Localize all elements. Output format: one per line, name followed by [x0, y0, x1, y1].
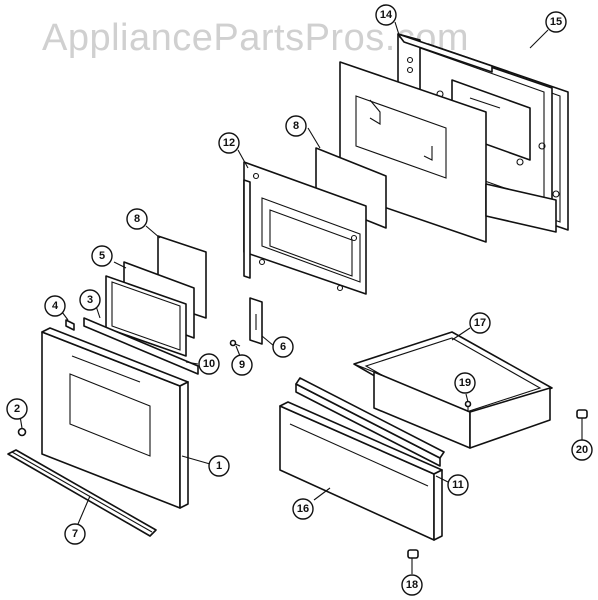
callout-14: 14 [375, 4, 397, 26]
svg-text:17: 17 [474, 317, 486, 329]
part-storage-drawer [353, 331, 553, 449]
svg-text:6: 6 [280, 341, 286, 353]
callout-16: 16 [292, 498, 314, 520]
part-screw-9 [229, 339, 241, 347]
part-outer-door [41, 327, 189, 509]
part-drawer-glide [295, 377, 445, 467]
svg-text:5: 5 [99, 250, 105, 262]
callout-5: 5 [91, 245, 113, 267]
part-drawer-front [279, 401, 443, 541]
callout-19: 19 [454, 372, 476, 394]
svg-text:11: 11 [452, 479, 464, 491]
svg-text:1: 1 [216, 460, 222, 472]
part-bumper [17, 427, 27, 437]
svg-text:3: 3 [87, 294, 93, 306]
part-door-liner [243, 161, 367, 295]
svg-text:7: 7 [72, 528, 78, 540]
svg-text:14: 14 [380, 9, 393, 21]
callout-10: 10 [198, 353, 220, 375]
part-door-seal-strip [83, 317, 199, 375]
part-clip [65, 319, 75, 331]
callout-4: 4 [44, 295, 66, 317]
svg-text:20: 20 [576, 444, 588, 456]
callout-11: 11 [447, 474, 469, 496]
part-bottom-trim [7, 449, 157, 537]
part-small-foot [576, 409, 588, 419]
svg-text:18: 18 [406, 579, 418, 591]
part-window-pack [105, 261, 195, 357]
svg-text:2: 2 [14, 403, 20, 415]
svg-text:12: 12 [223, 137, 235, 149]
callout-7: 7 [64, 523, 86, 545]
svg-text:8: 8 [134, 213, 140, 225]
callout-1: 1 [208, 455, 230, 477]
svg-text:10: 10 [203, 358, 215, 370]
part-door-glass-upper [315, 147, 387, 229]
svg-text:8: 8 [293, 120, 299, 132]
callout-12: 12 [218, 132, 240, 154]
callout-8a: 8 [126, 208, 148, 230]
callout-8b: 8 [285, 115, 307, 137]
callout-17: 17 [469, 312, 491, 334]
callout-3: 3 [79, 289, 101, 311]
part-hinge-bracket [249, 297, 263, 345]
svg-text:16: 16 [297, 503, 309, 515]
svg-text:15: 15 [550, 16, 562, 28]
callout-15: 15 [545, 11, 567, 33]
part-screw-19 [464, 400, 472, 412]
leader-lines [19, 21, 583, 574]
svg-text:9: 9 [239, 359, 245, 371]
callout-9: 9 [231, 354, 253, 376]
part-drawer-foot [407, 549, 419, 559]
callout-2: 2 [6, 398, 28, 420]
callout-20: 20 [571, 439, 593, 461]
svg-text:19: 19 [459, 377, 471, 389]
callout-18: 18 [401, 574, 423, 596]
callout-6: 6 [272, 336, 294, 358]
svg-text:4: 4 [52, 300, 59, 312]
